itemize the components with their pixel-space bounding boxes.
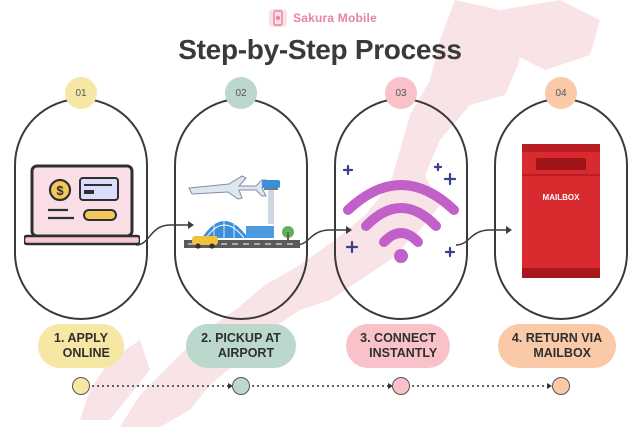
step-label-3: 3. CONNECT INSTANTLY: [346, 324, 450, 368]
timeline-dot-1: [72, 377, 90, 395]
step-number-badge-1: 01: [65, 77, 97, 109]
brand-logo: Sakura Mobile: [268, 6, 377, 30]
step-label-1: 1. APPLY ONLINE: [38, 324, 124, 368]
svg-text:$: $: [56, 183, 64, 198]
step-label-4: 4. RETURN VIA MAILBOX: [498, 324, 616, 368]
mailbox-label: MAILBOX: [543, 193, 581, 202]
wifi-icon: [342, 162, 459, 263]
airplane-airport-icon: [184, 175, 300, 249]
step-number-badge-2: 02: [225, 77, 257, 109]
step-number-badge-4: 04: [545, 77, 577, 109]
brand-name: Sakura Mobile: [293, 11, 377, 25]
timeline-dot-2: [232, 377, 250, 395]
timeline-dot-3: [392, 377, 410, 395]
sakura-logo-icon: [269, 9, 287, 27]
step-number-badge-3: 03: [385, 77, 417, 109]
step-label-2: 2. PICKUP AT AIRPORT: [186, 324, 296, 368]
page-title: Step-by-Step Process: [178, 34, 462, 65]
mailbox-icon: MAILBOX: [522, 144, 600, 278]
laptop-payment-icon: $: [24, 164, 140, 246]
timeline-dot-4: [552, 377, 570, 395]
